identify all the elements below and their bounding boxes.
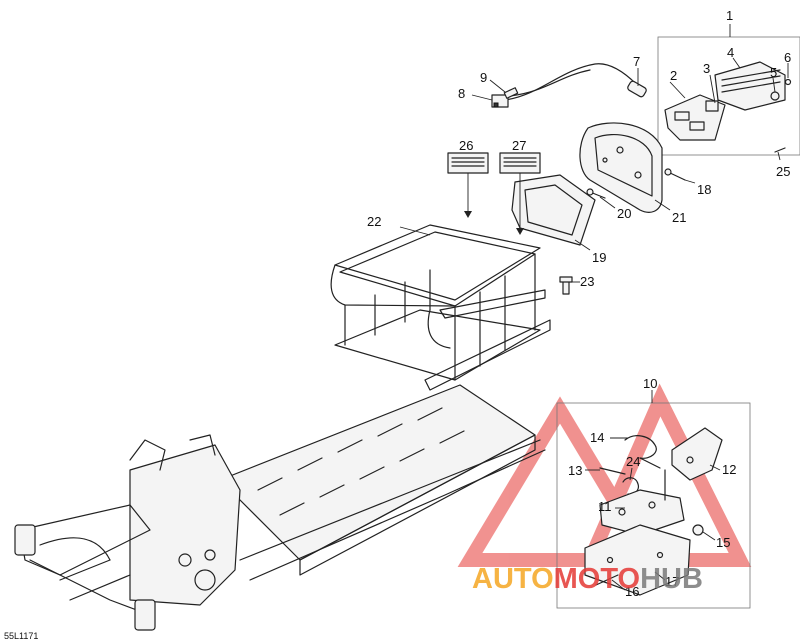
callout-23: 23 bbox=[580, 274, 594, 289]
callout-2: 2 bbox=[670, 68, 677, 83]
watermark-moto: MOTO bbox=[554, 563, 640, 595]
decals bbox=[447, 152, 541, 235]
callout-14: 14 bbox=[590, 430, 604, 445]
leader-lines bbox=[399, 57, 789, 591]
svg-text:AUTOMOTOHUB: AUTOMOTOHUB bbox=[472, 563, 703, 595]
wiring-harness bbox=[491, 63, 647, 108]
callout-21: 21 bbox=[672, 210, 686, 225]
callout-20: 20 bbox=[617, 206, 631, 221]
light-housing bbox=[579, 122, 663, 213]
cargo-rack bbox=[330, 224, 573, 391]
callout-19: 19 bbox=[592, 250, 606, 265]
callout-8: 8 bbox=[458, 86, 465, 101]
callout-10: 10 bbox=[643, 376, 657, 391]
callouts: 1 2 3 4 5 6 7 8 9 10 11 12 13 14 15 16 1… bbox=[367, 8, 791, 599]
callout-5: 5 bbox=[770, 65, 777, 80]
callout-12: 12 bbox=[722, 462, 736, 477]
callout-18: 18 bbox=[697, 182, 711, 197]
callout-11: 11 bbox=[598, 499, 612, 514]
callout-25: 25 bbox=[776, 164, 790, 179]
taillight-assembly bbox=[664, 61, 792, 153]
callout-6: 6 bbox=[784, 50, 791, 65]
reflector-plate bbox=[511, 174, 596, 246]
callout-27: 27 bbox=[512, 138, 526, 153]
callout-15: 15 bbox=[716, 535, 730, 550]
callout-9: 9 bbox=[480, 70, 487, 85]
callout-17: 17 bbox=[665, 574, 679, 589]
callout-13: 13 bbox=[568, 463, 582, 478]
group-box-hitch bbox=[556, 402, 751, 609]
chassis-frame bbox=[14, 384, 546, 631]
watermark-hub: HUB bbox=[640, 563, 703, 595]
callout-7: 7 bbox=[633, 54, 640, 69]
callout-4: 4 bbox=[727, 45, 734, 60]
watermark-text: AUTOMOTOHUB bbox=[472, 563, 703, 595]
callout-3: 3 bbox=[703, 61, 710, 76]
callout-24: 24 bbox=[626, 454, 640, 469]
reference-code: 55L1171 bbox=[4, 631, 38, 641]
callout-22: 22 bbox=[367, 214, 381, 229]
callout-16: 16 bbox=[625, 584, 639, 599]
callout-1: 1 bbox=[726, 8, 733, 23]
hitch-assembly bbox=[584, 427, 723, 596]
callout-26: 26 bbox=[459, 138, 473, 153]
watermark-auto: AUTO bbox=[472, 563, 554, 595]
group-box-taillight bbox=[657, 36, 800, 156]
screws bbox=[586, 168, 686, 199]
